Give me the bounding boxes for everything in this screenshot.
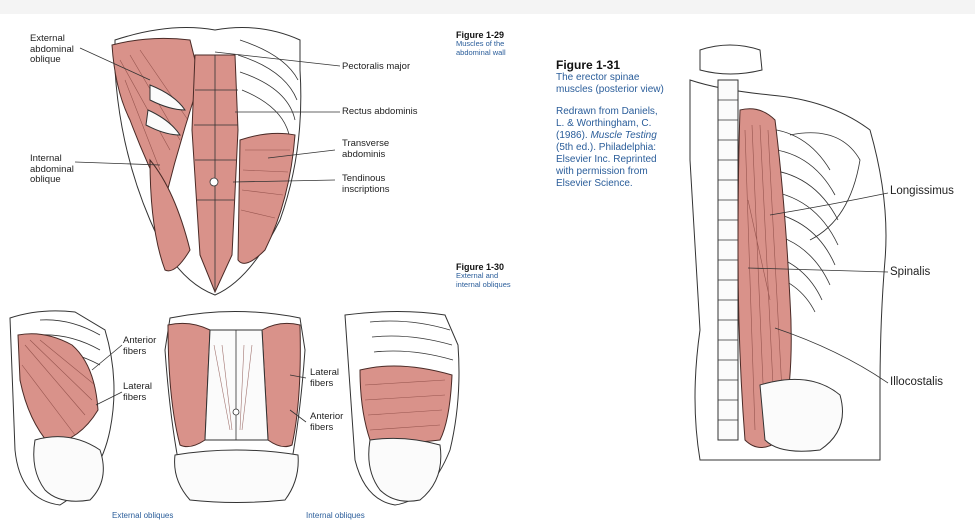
- fig31-credit: Redrawn from Daniels, L. & Worthingham, …: [556, 106, 686, 190]
- fig30-caption: Figure 1-30 External and internal obliqu…: [456, 262, 511, 289]
- fig29-caption-line2: abdominal wall: [456, 49, 506, 58]
- fig31-caption-line1: The erector spinae: [556, 72, 686, 84]
- fig30-internal-oblique-illustration: [345, 312, 459, 506]
- label-rectus-abdominis: Rectus abdominis: [342, 107, 418, 118]
- fig31-title: Figure 1-31: [556, 58, 686, 72]
- label-internal-oblique: Internal abdominal oblique: [30, 154, 74, 186]
- label-longissimus: Longissimus: [890, 185, 954, 197]
- fig31-caption-line2: muscles (posterior view): [556, 84, 686, 96]
- fig31-caption: Figure 1-31 The erector spinae muscles (…: [556, 58, 686, 190]
- fig30-caption-line2: internal obliques: [456, 281, 511, 290]
- label-anterior-fibers-left: Anterior fibers: [123, 336, 156, 357]
- label-external-obliques: External obliques: [112, 512, 173, 521]
- label-external-oblique: External abdominal oblique: [30, 34, 74, 66]
- label-pectoralis-major: Pectoralis major: [342, 62, 410, 73]
- label-lateral-fibers-left: Lateral fibers: [123, 382, 152, 403]
- label-lateral-fibers-right: Lateral fibers: [310, 368, 339, 389]
- label-spinalis: Spinalis: [890, 266, 930, 278]
- label-anterior-fibers-right: Anterior fibers: [310, 412, 343, 433]
- fig29-caption: Figure 1-29 Muscles of the abdominal wal…: [456, 30, 506, 57]
- fig30-external-oblique-illustration: [10, 311, 122, 505]
- fig31-back-illustration: [690, 45, 888, 460]
- fig29-torso-illustration: [75, 28, 340, 295]
- label-iliocostalis: Illocostalis: [890, 376, 943, 388]
- label-tendinous-inscriptions: Tendinous inscriptions: [342, 174, 390, 195]
- fig30-front-torso-illustration: [165, 312, 306, 503]
- scan-artifact: [0, 0, 975, 14]
- label-internal-obliques: Internal obliques: [306, 512, 365, 521]
- label-transverse-abdominis: Transverse abdominis: [342, 139, 389, 160]
